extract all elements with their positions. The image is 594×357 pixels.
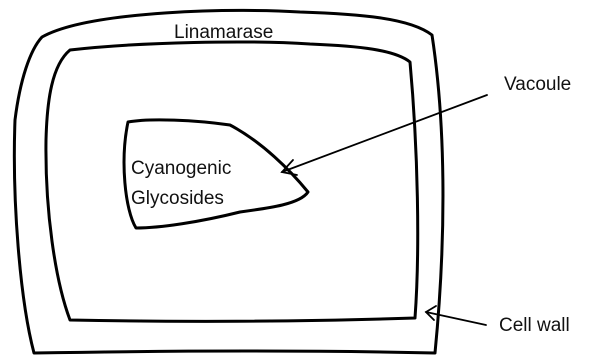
vacuole-outline — [122, 118, 310, 230]
vacuole-leader-line — [281, 94, 488, 173]
cell-wall-outline — [12, 8, 445, 355]
cell-wall-leader-line — [425, 311, 487, 326]
cell-wall-label: Cell wall — [499, 315, 570, 336]
glycosides-label: Glycosides — [131, 188, 224, 209]
cyanogenic-label: Cyanogenic — [131, 158, 231, 179]
cell-membrane-outline — [44, 40, 420, 323]
linamarase-label: Linamarase — [174, 22, 273, 43]
vacuole-label: Vacoule — [504, 74, 571, 95]
cell-wall-arrowhead — [424, 305, 437, 321]
vacuole-arrowhead — [280, 159, 298, 176]
